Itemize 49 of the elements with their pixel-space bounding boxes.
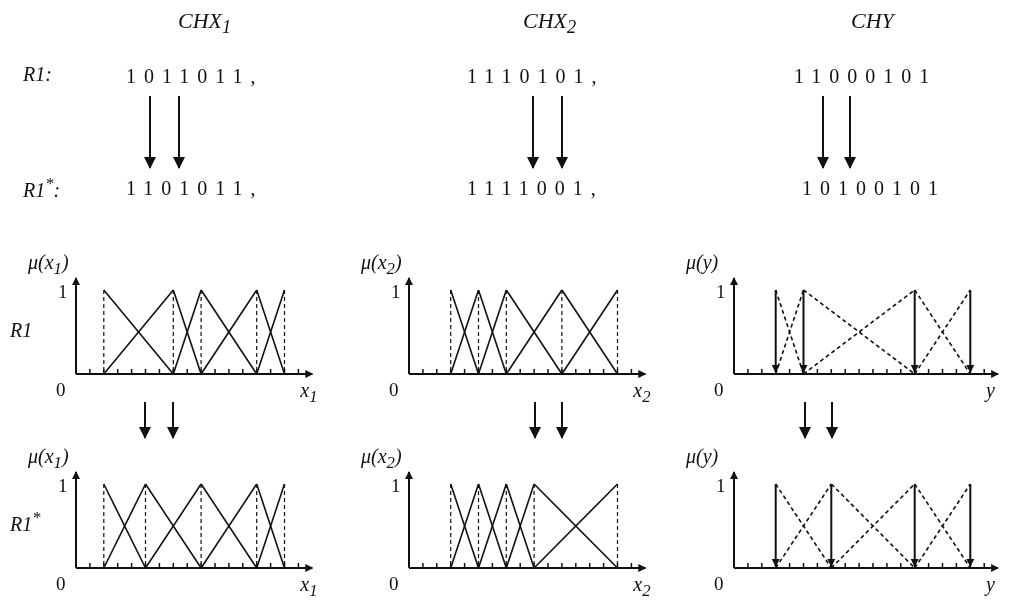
arrow — [799, 401, 811, 439]
tick-label: 0 — [56, 380, 66, 399]
tick-label: 0 — [714, 574, 724, 593]
tick-label: 0 — [714, 380, 724, 399]
axis-label: x$_{2}$ — [633, 380, 651, 406]
axis-label: μ(x$_{1}$) — [28, 446, 69, 472]
bit-string: 10100101 — [802, 174, 967, 202]
axis-label: y — [986, 574, 995, 594]
row-label: R1 — [10, 318, 33, 342]
arrow — [139, 401, 151, 439]
axis-label: μ(x$_{2}$) — [361, 446, 402, 472]
arrow — [527, 95, 539, 169]
axis-label: x$_{1}$ — [300, 380, 318, 406]
tick-label: 1 — [716, 476, 726, 495]
tick-label: 1 — [58, 282, 68, 301]
axis-label: μ(y) — [686, 446, 719, 466]
arrow — [556, 95, 568, 169]
axis-label: x$_{2}$ — [633, 574, 651, 600]
tick-label: 1 — [391, 476, 401, 495]
bit-string: 1101011, — [126, 174, 286, 202]
column-heading: CHX$_{1}$ — [178, 8, 232, 40]
row-label: R1$^{*}$: — [23, 174, 61, 202]
arrow — [144, 95, 156, 169]
row-label: R1$^{*}$ — [10, 508, 41, 536]
column-heading: CHX$_{2}$ — [523, 8, 577, 40]
axis-label: μ(x$_{2}$) — [361, 252, 402, 278]
axis-label: x$_{1}$ — [300, 574, 318, 600]
bit-string: 1011011, — [126, 62, 286, 90]
bit-string: 1111001, — [467, 174, 632, 202]
arrow — [556, 401, 568, 439]
axis-label: μ(x$_{1}$) — [28, 252, 69, 278]
tick-label: 1 — [391, 282, 401, 301]
arrow — [167, 401, 179, 439]
axis-label: μ(y) — [686, 252, 719, 272]
axis-label: y — [986, 380, 995, 400]
column-heading: CHY — [851, 8, 894, 35]
arrow — [826, 401, 838, 439]
arrow — [817, 95, 829, 169]
tick-label: 1 — [58, 476, 68, 495]
arrow — [529, 401, 541, 439]
tick-label: 1 — [716, 282, 726, 301]
tick-label: 0 — [389, 574, 399, 593]
arrow — [844, 95, 856, 169]
tick-label: 0 — [56, 574, 66, 593]
row-label: R1: — [23, 62, 52, 86]
bit-string: 11000101 — [794, 62, 964, 90]
arrow — [173, 95, 185, 169]
bit-string: 1110101, — [467, 62, 632, 90]
tick-label: 0 — [389, 380, 399, 399]
